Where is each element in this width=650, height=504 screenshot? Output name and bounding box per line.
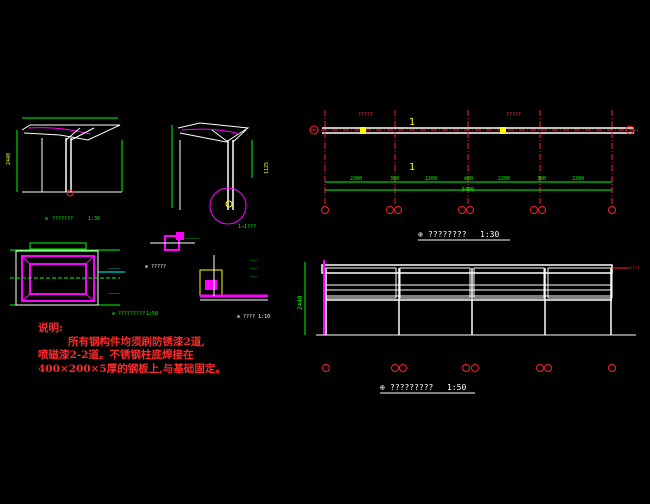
plan-scale: 1:30 bbox=[480, 230, 499, 239]
svg-text:———: ——— bbox=[250, 266, 258, 271]
plan-dim-5: 2200 bbox=[498, 176, 510, 182]
section-mark-top: 1 bbox=[409, 117, 415, 128]
plan-caption: ???????? bbox=[428, 230, 467, 239]
canopy-front-elevation: ???? 2440 ⊕ ????????? 1:50 bbox=[297, 260, 640, 394]
canopy-side-view-left: 2440 ⊕ ??????? 1:30 bbox=[6, 117, 123, 222]
notes-line-2: 喷磁漆2-2道。不锈钢柱底焊接在 bbox=[38, 349, 194, 361]
frame-view-caption: ????????? bbox=[118, 311, 145, 317]
construction-notes: 说明: 所有钢构件均须刷防锈漆2道, 喷磁漆2-2道。不锈钢柱底焊接在 400×… bbox=[38, 322, 318, 376]
plan-dim-3: 2200 bbox=[425, 176, 437, 182]
svg-text:?????: ????? bbox=[506, 112, 521, 118]
svg-text:1—1???: 1—1??? bbox=[238, 224, 256, 230]
svg-text:⊕: ⊕ bbox=[418, 230, 423, 239]
plan-dim-4: 400 bbox=[464, 176, 473, 182]
svg-text:⊕: ⊕ bbox=[380, 383, 385, 392]
plan-dim-6: 300 bbox=[537, 176, 546, 182]
svg-text:⊕ ???? 1:10: ⊕ ???? 1:10 bbox=[237, 314, 270, 320]
side-view-caption: ??????? bbox=[52, 216, 73, 222]
plan-dim-2: 300 bbox=[390, 176, 399, 182]
elevation-height-dim: 2440 bbox=[297, 295, 304, 310]
notes-line-3: 400×200×5厚的钢板上,与基础固定。 bbox=[38, 362, 226, 375]
foundation-detail: ——— ——— ——— ⊕ ???? 1:10 bbox=[199, 255, 270, 320]
svg-text:—————: ————— bbox=[108, 266, 121, 271]
notes-line-1: 所有钢构件均须刷防锈漆2道, bbox=[68, 335, 205, 348]
plan-dim-7: 2200 bbox=[572, 176, 584, 182]
frame-view-scale: 1:50 bbox=[146, 311, 158, 317]
svg-text:?????: ????? bbox=[358, 112, 373, 118]
plan-dim-1: 2200 bbox=[350, 176, 362, 182]
notes-title: 说明: bbox=[38, 322, 63, 334]
svg-text:——————: —————— bbox=[185, 236, 200, 241]
connection-detail-1: —————— ⊕ ????? bbox=[145, 232, 200, 270]
svg-text:———: ——— bbox=[250, 258, 258, 263]
svg-text:⊕ ?????: ⊕ ????? bbox=[145, 264, 166, 270]
frame-plan-view: ————— ————— ⊕ ????????? 1:50 bbox=[10, 242, 158, 317]
svg-text:⊕: ⊕ bbox=[112, 311, 115, 317]
svg-text:⊕: ⊕ bbox=[45, 216, 48, 222]
svg-text:????: ???? bbox=[630, 266, 640, 271]
side-view-scale: 1:30 bbox=[88, 216, 100, 222]
svg-text:—————: ————— bbox=[108, 291, 121, 296]
svg-text:2440: 2440 bbox=[6, 153, 12, 165]
canopy-plan-view: ????? ????? 1 1 2200 300 2200 400 2200 3… bbox=[309, 110, 640, 241]
svg-text:———: ——— bbox=[250, 274, 258, 279]
svg-text:1125: 1125 bbox=[264, 162, 270, 174]
plan-total-dim: 5400 bbox=[462, 187, 474, 193]
canopy-side-view-right: 1125 1—1??? bbox=[171, 122, 270, 230]
elevation-scale: 1:50 bbox=[447, 383, 466, 392]
section-mark-bottom: 1 bbox=[409, 162, 415, 173]
elevation-caption: ????????? bbox=[390, 383, 434, 392]
